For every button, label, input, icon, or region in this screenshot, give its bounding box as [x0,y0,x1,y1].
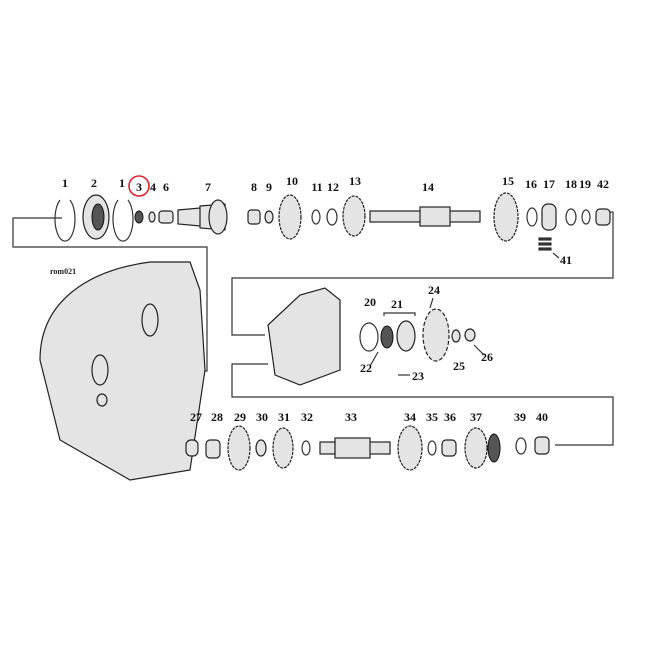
part-label-1: 1 [119,176,125,190]
gear-29 [227,425,251,471]
part-label-10: 10 [286,174,298,188]
seal-3 [134,210,144,224]
ring-35 [427,440,437,456]
part-label-21: 21 [391,297,403,311]
part-label-19: 19 [579,177,591,191]
part-label-32: 32 [301,410,313,424]
part-label-7: 7 [205,180,211,194]
part-label-18: 18 [565,177,577,191]
part-label-41: 41 [560,253,572,267]
ring-32 [301,440,311,456]
sprocket-24 [422,308,450,362]
part-label-1: 1 [62,176,68,190]
snap-ring-1 [54,199,76,242]
part-label-22: 22 [360,361,372,375]
bearing-17 [541,203,557,231]
gear-31 [272,427,294,469]
part-label-13: 13 [349,174,361,188]
washer-25 [451,329,461,343]
part-label-34: 34 [404,410,416,424]
bearing-30 [255,439,267,457]
ring-11 [311,209,321,225]
part-label-15: 15 [502,174,514,188]
bushing-40 [534,436,550,455]
part-label-33: 33 [345,410,357,424]
part-label-42: 42 [597,177,609,191]
gear-10 [278,194,302,240]
part-label-30: 30 [256,410,268,424]
seal-22 [380,325,394,349]
part-label-8: 8 [251,180,257,194]
part-label-4: 4 [150,180,156,194]
bushing-9 [264,210,274,224]
bearing-8 [247,209,261,225]
bearing-42 [595,208,611,226]
part-label-39: 39 [514,410,526,424]
part-label-37: 37 [470,410,482,424]
washer-12 [326,208,338,226]
part-label-36: 36 [444,410,456,424]
part-label-29: 29 [234,410,246,424]
drawing-code: rom021 [50,267,76,276]
ring-19 [581,209,591,225]
part-label-27: 27 [190,410,202,424]
ring-16 [526,207,538,227]
part-drawings [39,192,611,481]
part-label-6: 6 [163,180,169,194]
part-label-35: 35 [426,410,438,424]
part-label-9: 9 [266,180,272,194]
cover-plate [267,287,341,386]
gear-13 [342,195,366,237]
part-label-14: 14 [422,180,434,194]
bearing-21 [396,320,416,352]
part-label-23: 23 [412,369,424,383]
gear-34 [397,425,423,471]
ring-39 [515,437,527,455]
bushing-28 [205,439,221,459]
part-label-2: 2 [91,176,97,190]
bushing-36 [441,439,457,457]
part-label-3: 3 [136,180,142,194]
part-label-40: 40 [536,410,548,424]
part-label-20: 20 [364,295,376,309]
nut-26 [464,328,476,342]
part-label-25: 25 [453,359,465,373]
sleeve-6 [158,210,174,224]
part-label-26: 26 [481,350,493,364]
part-label-11: 11 [311,180,322,194]
washer-4 [148,211,156,223]
gasket-20 [359,322,379,352]
transmission-case [39,261,206,481]
gear-37 [464,427,488,469]
part-label-16: 16 [525,177,537,191]
ring-18 [565,208,577,226]
bearing-27 [185,439,199,457]
snap-ring-1b [112,199,134,242]
part-label-17: 17 [543,177,555,191]
rollers-41 [538,237,552,251]
highlight-circle [128,175,150,197]
part-label-31: 31 [278,410,290,424]
part-label-24: 24 [428,283,440,297]
part-label-12: 12 [327,180,339,194]
gear-15 [493,192,519,242]
part-label-28: 28 [211,410,223,424]
